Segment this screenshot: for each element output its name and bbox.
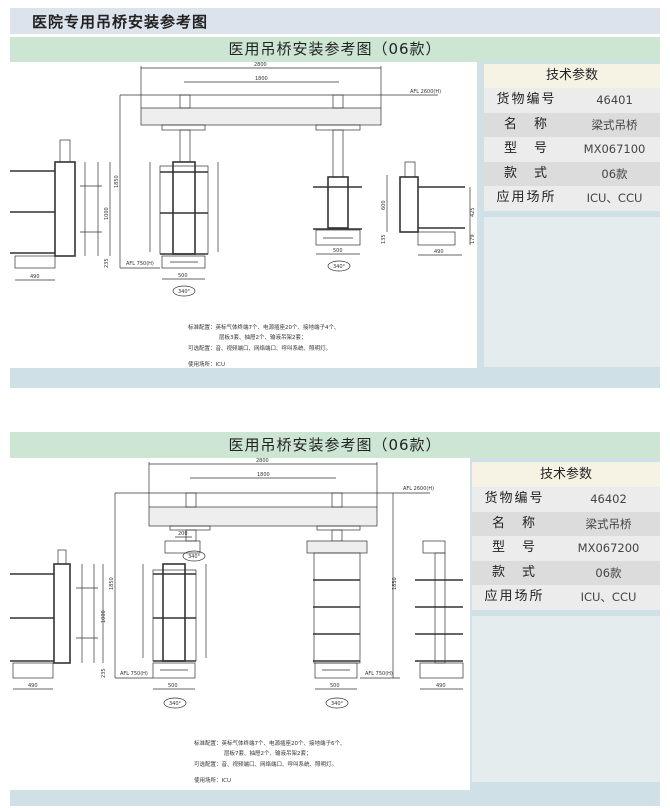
params-title: 技术参数 [484,64,660,88]
beam [148,506,378,527]
param-key: 货物编号 [484,491,545,506]
dim-179: 179 [470,234,476,244]
note-optional: 可选配置：音、视频端口、网络端口、呼叫系统、照明灯。 [188,344,331,352]
param-key: 型 号 [491,540,537,555]
param-row: 型 号 MX067100 [484,137,660,162]
dim-1850-right: 1850 [392,577,398,590]
dim-600: 600 [381,200,387,210]
param-key: 应用场所 [496,190,557,205]
dim-2800: 2800 [256,458,269,464]
installation-drawing-06-a: 2800 1800 AFL 2600(H) 1000 235 490 1850 … [10,62,476,368]
param-row: 款 式 06款 [484,161,660,186]
param-row: 应用场所 ICU、CCU [472,585,660,610]
page-title: 医院专用吊桥安装参考图 [10,8,660,34]
column-short-side [399,176,419,233]
afl-bottom-right: AFL 750(H) [365,671,393,677]
param-value: ICU、CCU [586,191,643,205]
dim-500-right: 500 [330,683,340,689]
note-location: 使用场所：ICU [188,360,225,368]
column-front-view [162,563,186,662]
column-front-view [172,161,196,255]
dim-1850: 1850 [114,175,120,188]
note-standard-cont: 层板3套、抽屉2个、输液吊架2套； [219,333,307,341]
section-1-drawing: 2800 1800 AFL 2600(H) 1000 235 490 1850 … [10,62,477,368]
dim-1850-left: 1850 [109,577,115,590]
note-location: 使用场所：ICU [194,776,231,784]
param-row: 名 称 梁式吊桥 [484,112,660,137]
param-key: 款 式 [491,564,537,580]
dim-490-left: 490 [30,274,40,280]
params-blank-area [472,615,660,782]
dim-1800: 1800 [257,472,270,478]
dim-1000: 1000 [101,610,107,623]
param-row: 款 式 06款 [472,560,660,585]
param-key: 应用场所 [484,589,545,604]
params-table: 货物编号 46402 名 称 梁式吊桥 型 号 MX067200 款 式 06款 应用场… [472,487,660,610]
param-value: MX067100 [583,142,646,156]
dim-490-left: 490 [28,683,38,689]
dim-1800: 1800 [255,76,268,82]
param-value: 06款 [595,565,622,580]
dim-235: 235 [104,258,110,268]
dim-135: 135 [381,234,387,244]
dim-500-right: 500 [333,248,343,254]
beam [140,107,382,126]
rotation-340-center: 340° [178,289,191,295]
afl-top-label: AFL 2600(H) [403,486,434,492]
afl-bottom-label: AFL 750(H) [126,261,154,267]
dim-500-center: 500 [168,683,178,689]
note-standard: 标准配置：英标气体终端7个、电源插座20个、接地端子6个、 [194,739,346,747]
dim-425: 425 [470,207,476,217]
column-side-view [53,563,71,664]
dim-490-right: 490 [436,683,446,689]
column-tall-side [434,552,446,664]
param-value: 06款 [601,166,628,181]
column-side-view [54,161,76,257]
dim-235: 235 [101,668,107,678]
param-row: 名 称 梁式吊桥 [472,511,660,536]
param-key: 货物编号 [496,92,557,107]
afl-bottom-left: AFL 750(H) [120,671,148,677]
dim-2800: 2800 [254,62,267,68]
params-title: 技术参数 [472,462,660,487]
param-row: 货物编号 46402 [472,487,660,512]
param-key: 名 称 [491,515,537,531]
note-standard-cont: 层板7套、抽屉2个、输液吊架2套； [224,749,312,757]
note-standard: 标准配置：英标气体终端7个、电源插座20个、接地端子4个、 [188,323,340,331]
params-table: 货物编号 46401 名 称 梁式吊桥 型 号 MX067100 款 式 06款 应用场… [484,88,660,211]
param-row: 货物编号 46401 [484,88,660,113]
param-value: ICU、CCU [580,590,637,604]
param-value: 46401 [596,93,633,107]
param-key: 型 号 [503,141,549,156]
column-tall [313,552,361,664]
param-value: 梁式吊桥 [585,516,632,531]
rotation-340-right: 340° [333,264,346,270]
afl-top-label: AFL 2600(H) [410,89,441,95]
param-value: MX067200 [577,541,640,555]
param-value: 46402 [590,492,627,506]
dim-1000: 1000 [104,207,110,220]
section-1-title: 医用吊桥安装参考图（06款） [10,37,660,62]
rotation-340-right: 340° [331,701,344,707]
column-short [327,176,349,229]
dim-500-center: 500 [178,273,188,279]
rotation-340-center: 340° [169,701,182,707]
section-2-drawing: 2800 1800 AFL 2600(H) 200 340° 1000 235 … [10,458,470,790]
dim-490-right: 490 [434,249,444,255]
section-1-params: 技术参数 货物编号 46401 名 称 梁式吊桥 型 号 MX067100 款 式 06… [484,62,660,368]
section-2-title: 医用吊桥安装参考图（06款） [10,432,660,458]
installation-drawing-06-b: 2800 1800 AFL 2600(H) 200 340° 1000 235 … [10,458,464,784]
param-value: 梁式吊桥 [591,117,638,132]
param-key: 款 式 [503,165,549,181]
param-key: 名 称 [503,116,549,132]
rotation-340-top: 340° [188,554,201,560]
param-row: 应用场所 ICU、CCU [484,186,660,211]
params-blank-area [484,216,660,367]
param-row: 型 号 MX067200 [472,536,660,561]
note-optional: 可选配置：音、视频端口、网络端口、呼叫系统、照明灯。 [194,760,337,768]
section-2-params: 技术参数 货物编号 46402 名 称 梁式吊桥 型 号 MX067200 款 式 06… [472,458,660,784]
dim-200: 200 [178,531,188,537]
